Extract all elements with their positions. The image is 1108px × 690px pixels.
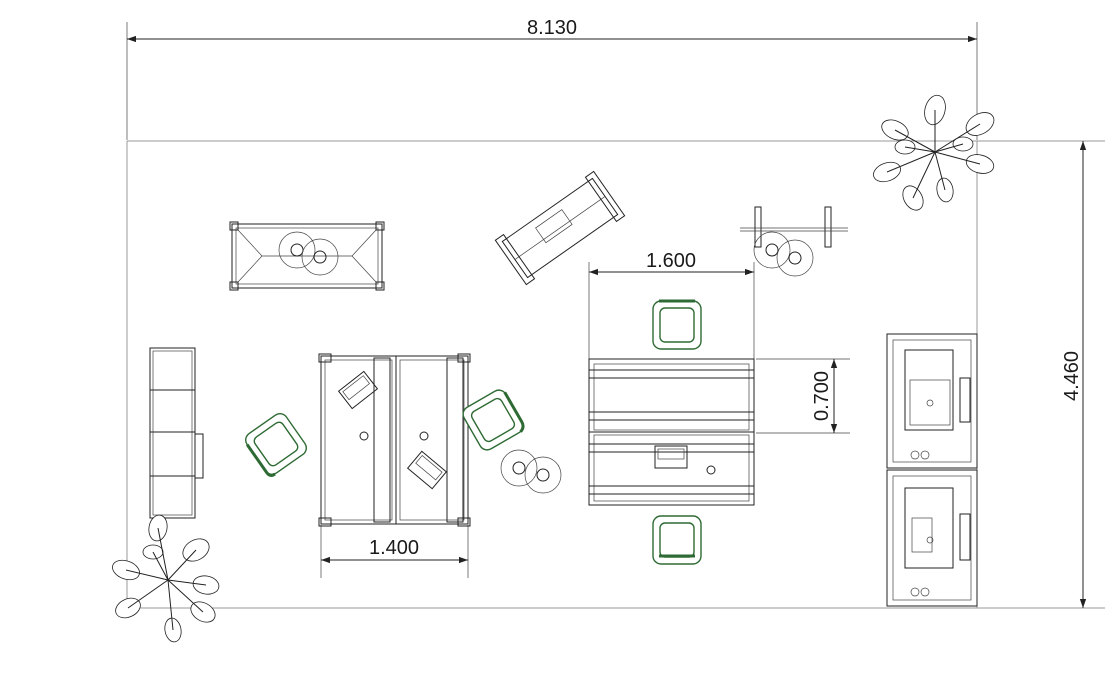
booth-unit-bottom: [886, 469, 978, 607]
coffee-table-top-center: [494, 170, 626, 286]
laptop-desk-right: [406, 450, 448, 490]
plant-top-right: [873, 94, 995, 211]
chair-desk-right: [462, 389, 525, 451]
dimension-total-width: 8.130: [126, 17, 978, 140]
booth-unit-top: [886, 333, 978, 469]
dimension-table-width: 1.600: [588, 250, 755, 360]
shelving-unit: [149, 347, 204, 519]
coffee-table-top-left: [229, 221, 385, 291]
stools-top-left: [278, 231, 339, 276]
laptop-center-table: [654, 445, 688, 469]
mouse-desk-right: [419, 431, 429, 441]
stools-middle: [500, 449, 562, 494]
dimension-label-table-depth: 0.700: [811, 371, 833, 421]
dimension-label-total-width: 8.130: [527, 17, 577, 39]
room-outline: [126, 140, 1105, 609]
mouse-desk-left: [359, 431, 369, 441]
desk-pair: [318, 353, 471, 527]
dimension-label-table-width: 1.600: [646, 250, 696, 272]
chair-table-top: [652, 299, 702, 350]
chair-table-bottom: [652, 515, 702, 565]
center-table: [588, 358, 755, 506]
coffee-table-top-right: [740, 206, 848, 277]
plant-bottom-left: [112, 514, 220, 643]
laptop-desk-left: [337, 370, 379, 410]
mouse-center-table: [706, 465, 716, 475]
dimension-table-depth: 0.700: [756, 358, 850, 434]
chair-desk-left: [245, 413, 307, 477]
dimension-total-depth: 4.460: [1061, 141, 1087, 608]
dimension-desk-pair-width: 1.400: [320, 525, 469, 578]
dimension-label-total-depth: 4.460: [1061, 351, 1083, 401]
dimension-label-desk-pair-width: 1.400: [369, 537, 419, 559]
